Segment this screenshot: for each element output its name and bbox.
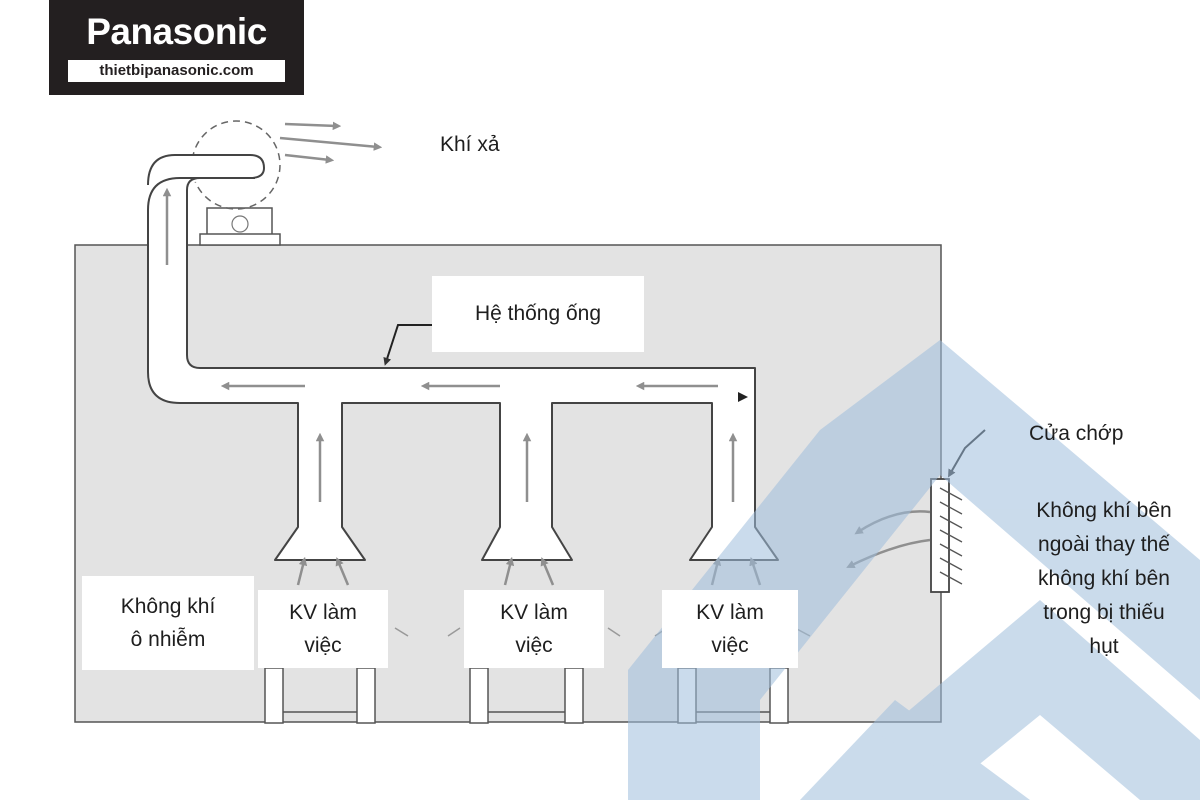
brand-logo[interactable]: Panasonic thietbipanasonic.com	[49, 0, 304, 95]
work-area-line1: KV làm	[696, 601, 764, 624]
work-area-line2: việc	[304, 634, 342, 657]
polluted-air-line: Không khí	[120, 595, 216, 618]
workstations	[264, 667, 789, 724]
outside-air-line: không khí bên	[1038, 567, 1170, 590]
work-area-2: KV làm việc	[464, 590, 604, 668]
brand-url: thietbipanasonic.com	[68, 60, 285, 82]
outside-air-line: hụt	[1089, 635, 1119, 658]
duct-system-label: Hệ thống ống	[432, 276, 644, 352]
watermark-logo	[628, 340, 1200, 800]
duct-pointer	[383, 324, 432, 366]
outside-air-label: Không khí bên ngoài thay thế không khí b…	[1010, 494, 1198, 664]
outside-air-line: trong bị thiếu	[1043, 601, 1165, 624]
polluted-air-line: ô nhiễm	[130, 628, 206, 651]
exhaust-label: Khí xả	[440, 133, 500, 156]
corner-arrow	[738, 392, 748, 402]
work-area-line2: việc	[515, 634, 553, 657]
outside-air-line: ngoài thay thế	[1038, 533, 1170, 556]
exhaust-arrows	[279, 121, 383, 164]
outside-air-line: Không khí bên	[1036, 499, 1172, 522]
work-area-3: KV làm việc	[662, 590, 798, 668]
duct-flow-arrows	[162, 187, 738, 502]
brand-name: Panasonic	[86, 11, 267, 52]
louver-label: Cửa chớp	[1029, 422, 1124, 445]
fan-motor	[199, 207, 281, 246]
work-area-1: KV làm việc	[258, 590, 388, 668]
work-area-line2: việc	[711, 634, 749, 657]
duct-system	[147, 154, 779, 561]
polluted-air-label: Không khí ô nhiễm	[82, 576, 254, 670]
louver	[930, 478, 963, 593]
work-area-line1: KV làm	[500, 601, 568, 624]
work-area-line1: KV làm	[289, 601, 357, 624]
